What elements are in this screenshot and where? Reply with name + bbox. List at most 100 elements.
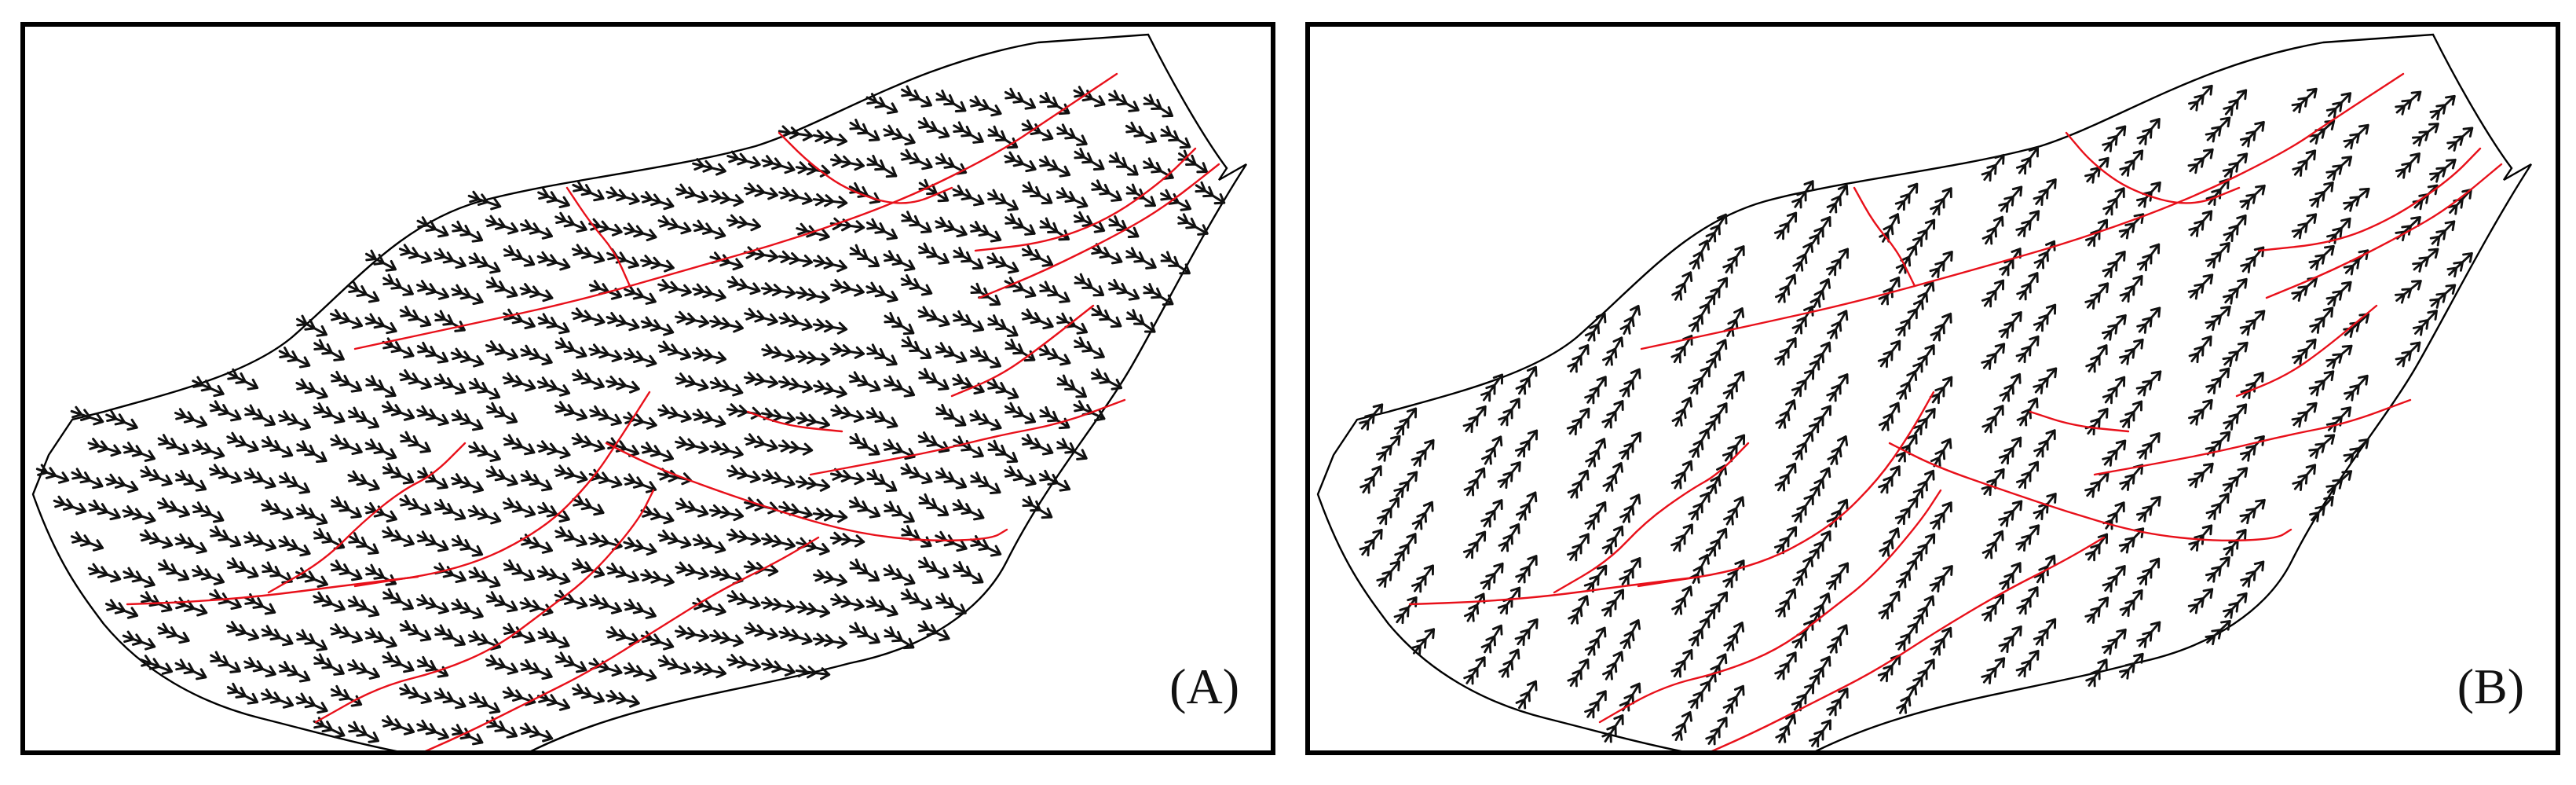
feathered-arrow-icon xyxy=(675,436,709,454)
feathered-arrow-icon xyxy=(709,440,744,459)
feathered-arrow-icon xyxy=(1981,405,2004,434)
feathered-arrow-icon xyxy=(2136,557,2161,586)
red-fault-line xyxy=(1888,442,2292,542)
feathered-arrow-icon xyxy=(1584,690,1607,719)
feathered-arrow-icon xyxy=(210,651,241,673)
feathered-arrow-icon xyxy=(1619,368,1641,398)
feathered-arrow-icon xyxy=(572,683,605,704)
feathered-arrow-icon xyxy=(812,633,848,649)
feathered-arrow-icon xyxy=(1999,248,2022,277)
feathered-arrow-icon xyxy=(829,153,865,171)
feathered-arrow-icon xyxy=(381,401,415,421)
feathered-arrow-icon xyxy=(692,283,726,302)
feathered-arrow-icon xyxy=(157,497,190,518)
feathered-arrow-icon xyxy=(399,619,432,642)
feathered-arrow-icon xyxy=(2240,372,2264,400)
feathered-arrow-icon xyxy=(726,528,762,546)
feathered-arrow-icon xyxy=(1981,530,2004,559)
feathered-arrow-icon xyxy=(1981,468,2005,497)
feathered-arrow-icon xyxy=(1039,217,1070,241)
feathered-arrow-icon xyxy=(1912,281,1935,310)
feathered-arrow-icon xyxy=(2205,367,2230,394)
feathered-arrow-icon xyxy=(2325,470,2353,496)
red-fault-line xyxy=(2065,131,2241,204)
feathered-arrow-icon xyxy=(416,341,449,364)
feathered-arrow-icon xyxy=(1912,344,1935,373)
feathered-arrow-icon xyxy=(795,475,831,492)
feathered-arrow-icon xyxy=(918,242,950,265)
feathered-arrow-icon xyxy=(347,596,380,618)
feathered-arrow-icon xyxy=(866,468,898,493)
feathered-arrow-icon xyxy=(1877,654,1901,683)
feathered-arrow-icon xyxy=(329,623,364,644)
feathered-arrow-icon xyxy=(849,622,880,644)
feathered-arrow-icon xyxy=(330,684,363,707)
feathered-arrow-icon xyxy=(2033,367,2058,394)
feathered-arrow-icon xyxy=(884,501,915,523)
feathered-arrow-icon xyxy=(1515,491,1538,521)
feathered-arrow-icon xyxy=(812,129,848,147)
feathered-arrow-icon xyxy=(2343,313,2370,338)
feathered-arrow-icon xyxy=(208,464,243,484)
feathered-arrow-icon xyxy=(761,469,796,489)
feathered-arrow-icon xyxy=(536,251,571,271)
feathered-arrow-icon xyxy=(537,501,570,523)
feathered-arrow-icon xyxy=(849,558,880,582)
feathered-arrow-icon xyxy=(726,276,761,295)
feathered-arrow-icon xyxy=(1775,713,1797,743)
feathered-arrow-icon xyxy=(1160,125,1191,149)
feathered-arrow-icon xyxy=(554,337,587,359)
feathered-arrow-icon xyxy=(2411,123,2439,147)
feathered-arrow-icon xyxy=(1143,157,1174,180)
feathered-arrow-icon xyxy=(415,594,450,614)
feathered-arrow-icon xyxy=(1689,428,1711,458)
feathered-arrow-icon xyxy=(2102,187,2125,216)
feathered-arrow-icon xyxy=(674,625,710,643)
feathered-arrow-icon xyxy=(606,375,640,394)
feathered-arrow-icon xyxy=(1722,370,1745,400)
feathered-arrow-icon xyxy=(1825,248,1850,277)
study-area-boundary xyxy=(31,33,1248,750)
feathered-arrow-icon xyxy=(761,658,796,677)
feathered-arrow-icon xyxy=(969,95,1002,117)
feathered-arrow-icon xyxy=(761,533,796,551)
feathered-arrow-icon xyxy=(2325,156,2353,182)
feathered-arrow-icon xyxy=(1584,626,1607,656)
red-fault-line xyxy=(314,489,655,724)
feathered-arrow-icon xyxy=(1394,533,1417,562)
feathered-arrow-icon xyxy=(1809,405,1831,434)
feathered-arrow-icon xyxy=(1091,304,1122,328)
red-fault-line xyxy=(2265,163,2503,299)
feathered-arrow-icon xyxy=(1021,308,1054,330)
feathered-arrow-icon xyxy=(641,442,674,462)
feathered-arrow-icon xyxy=(675,497,709,518)
feathered-arrow-icon xyxy=(778,250,814,268)
feathered-arrow-icon xyxy=(848,496,881,519)
feathered-arrow-icon xyxy=(1895,559,1918,589)
feathered-arrow-icon xyxy=(1602,462,1624,492)
feathered-arrow-icon xyxy=(1688,680,1711,710)
feathered-arrow-icon xyxy=(278,471,311,494)
red-fault-line xyxy=(809,398,1126,476)
feathered-arrow-icon xyxy=(364,501,397,523)
feathered-arrow-icon xyxy=(2015,335,2040,364)
feathered-arrow-icon xyxy=(295,378,328,400)
feathered-arrow-icon xyxy=(2188,398,2213,426)
feathered-arrow-icon xyxy=(588,532,623,551)
feathered-arrow-icon xyxy=(1108,90,1140,112)
feathered-arrow-icon xyxy=(1930,626,1952,656)
feathered-arrow-icon xyxy=(261,499,294,521)
feathered-arrow-icon xyxy=(640,505,675,525)
feathered-arrow-icon xyxy=(778,312,813,332)
red-fault-line xyxy=(974,147,1197,252)
feathered-arrow-icon xyxy=(348,532,379,555)
feathered-arrow-icon xyxy=(434,373,467,395)
feathered-arrow-icon xyxy=(623,222,657,242)
feathered-arrow-icon xyxy=(1514,618,1539,647)
feathered-arrow-icon xyxy=(2084,533,2109,562)
feathered-arrow-icon xyxy=(1826,373,1849,402)
feathered-arrow-icon xyxy=(450,347,485,368)
feathered-arrow-icon xyxy=(262,561,293,584)
red-fault-line xyxy=(2029,410,2130,433)
feathered-arrow-icon xyxy=(865,218,898,240)
